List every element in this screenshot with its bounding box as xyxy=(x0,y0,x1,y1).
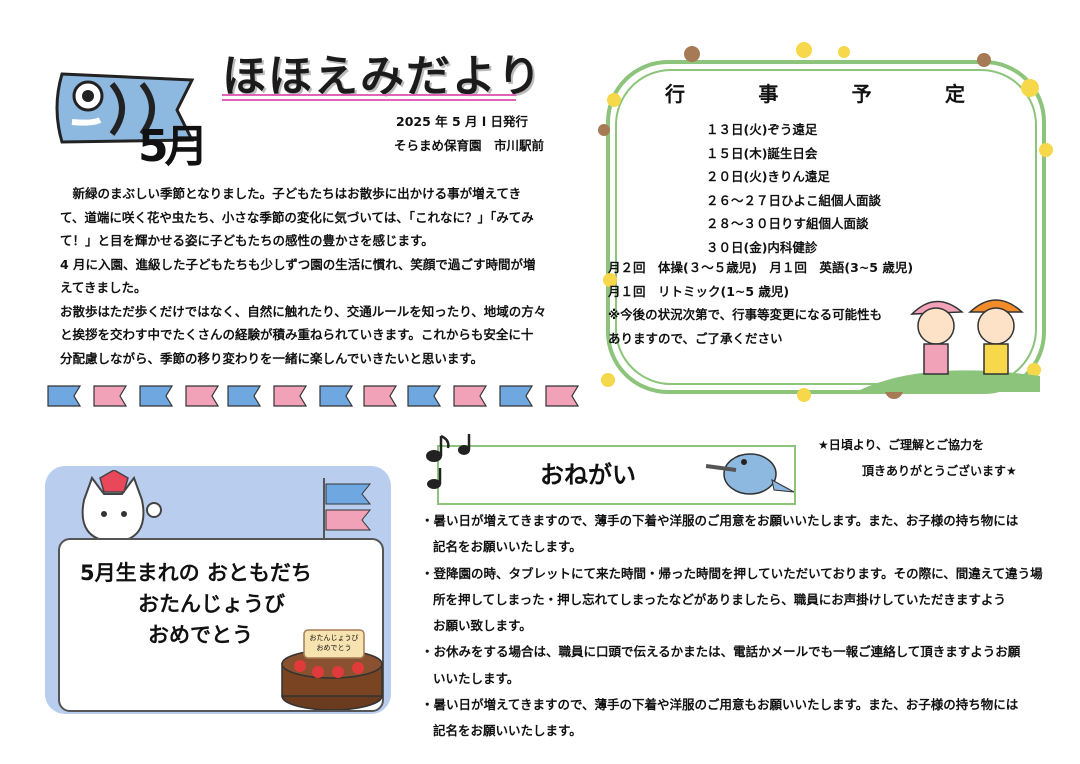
intro-line: お散歩はただ歩くだけではなく、自然に触れたり、交通ルールを知ったり、地域の方々 xyxy=(60,303,547,319)
thanks-line: ★日頃より、ご理解とご協力を xyxy=(818,438,985,452)
cat-illustration xyxy=(81,470,162,544)
birthday-message: 5月生まれの おともだち おたんじょうび おめでとう xyxy=(80,558,312,651)
request-line: 記名をお願いいたします。 xyxy=(433,723,582,739)
schedule-event: ２６～２７日ひよこ組個人面談 xyxy=(706,192,882,208)
schedule-extra-line: ありますので、ご了承ください xyxy=(608,330,783,346)
schedule-event: １５日(木)誕生日会 xyxy=(706,145,818,161)
koinobori-icon xyxy=(47,385,82,407)
issue-date: 2025 年 5 月 l 日発行 xyxy=(396,114,529,129)
koinobori-icon xyxy=(545,385,580,407)
children-illustration xyxy=(910,299,1024,375)
koinobori-icon xyxy=(453,385,488,407)
request-line: 記名をお願いいたします。 xyxy=(433,539,582,555)
koinobori-icon xyxy=(93,385,128,407)
intro-line: えてきました。 xyxy=(60,280,147,295)
koinobori-illustration xyxy=(55,72,195,144)
schedule-extra-line: 月１回 リトミック(1~5 歳児) xyxy=(608,283,790,299)
koinobori-icon xyxy=(319,385,354,407)
schedule-event: ２０日(火)きりん遠足 xyxy=(706,169,830,184)
schedule-event: ３０日(金)内科健診 xyxy=(706,239,818,255)
requests-list: ・暑い日が増えてきますので、薄手の下着や洋服のご用意をお願いいたします。また、お… xyxy=(421,508,1061,745)
schedule-extra-line: 月２回 体操(３～５歳児) 月１回 英語(3~5 歳児) xyxy=(608,260,914,275)
schedule-extra-line: ※今後の状況次第で、行事等変更になる可能性も xyxy=(608,307,883,322)
intro-line: 分配慮しながら、季節の移り変わりを一緒に楽しんでいきたいと思います。 xyxy=(60,350,484,366)
intro-text: 新緑のまぶしい季節となりました。子どもたちはお散歩に出かける事が増えてき て、道… xyxy=(60,182,580,370)
publisher: そらまめ保育園 市川駅前 xyxy=(394,138,545,153)
koinobori-flag-row xyxy=(47,385,580,407)
koinobori-icon xyxy=(363,385,398,407)
schedule-title: 行 事 予 定 xyxy=(665,78,965,107)
month-label: 5月 xyxy=(138,121,209,172)
thanks-line: 頂きありがとうございます★ xyxy=(862,464,1017,478)
schedule-extra: 月２回 体操(３～５歳児) 月１回 英語(3~5 歳児) 月１回 リトミック(1… xyxy=(608,256,913,350)
request-line: いいたします。 xyxy=(433,670,520,686)
birthday-line: おめでとう xyxy=(148,623,253,647)
intro-line: 4 月に入園、進級した子どもたちも少しずつ園の生活に慣れ、笑顔で過ごす時間が増 xyxy=(60,256,536,272)
requests-title: おねがい xyxy=(540,461,636,489)
page-title: ほほえみだより xyxy=(222,51,544,102)
request-line: 所を押してしまった・押し忘れてしまったなどがありましたら、職員にお声掛けしていた… xyxy=(433,591,1006,607)
music-notes-icon xyxy=(426,434,471,489)
schedule-event: ２８～３０日りす組個人面談 xyxy=(706,216,869,231)
schedule-title-char: 行 xyxy=(665,82,685,106)
request-line: ・登降園の時、タブレットにて来た時間・帰った時間を押していただいております。その… xyxy=(421,565,1043,581)
schedule-title-char: 予 xyxy=(851,82,872,106)
request-line: ・暑い日が増えてきますので、薄手の下着や洋服のご用意をお願いいたします。また、お… xyxy=(421,513,1019,528)
koinobori-icon xyxy=(139,385,174,407)
bird-illustration xyxy=(705,453,795,495)
schedule-title-char: 事 xyxy=(758,82,779,106)
schedule-title-char: 定 xyxy=(944,82,965,106)
request-line: お願い致します。 xyxy=(433,618,532,634)
schedule-frame xyxy=(598,42,1053,402)
koinobori-icon xyxy=(499,385,534,407)
title-underline xyxy=(222,99,516,101)
birthday-line: おたんじょうび xyxy=(138,592,285,616)
title-underline xyxy=(222,94,516,96)
request-line: ・お休みをする場合は、職員に口頭で伝えるかまたは、電話かメールでも一報ご連絡して… xyxy=(421,644,1021,660)
schedule-event: １３日(火)ぞう遠足 xyxy=(706,122,818,137)
birthday-line: 5月生まれの おともだち xyxy=(80,561,312,585)
koinobori-pole-illustration xyxy=(323,478,372,544)
cake-plate-text: おたんじょうび おめでとう xyxy=(306,633,362,653)
koinobori-icon xyxy=(185,385,220,407)
request-line: ・暑い日が増えてきますので、薄手の下着や洋服のご用意もお願いいたします。また、お… xyxy=(421,697,1019,713)
intro-line: と挨拶を交わす中でたくさんの経験が積み重ねられていきます。これからも安全に十 xyxy=(60,327,534,342)
cake-illustration xyxy=(281,629,383,710)
koinobori-icon xyxy=(273,385,308,407)
koinobori-icon xyxy=(407,385,442,407)
intro-line: て、道端に咲く花や虫たち、小さな季節の変化に気づいては、「これなに？」「みてみ xyxy=(60,209,534,225)
intro-line: て！」と目を輝かせる姿に子どもたちの感性の豊かさを感じます。 xyxy=(60,233,434,248)
intro-line: 新緑のまぶしい季節となりました。子どもたちはお散歩に出かける事が増えてき xyxy=(60,186,522,201)
schedule-events: １３日(火)ぞう遠足 １５日(木)誕生日会 ２０日(火)きりん遠足 ２６～２７日… xyxy=(706,118,881,259)
cake-plate-line: おたんじょうび xyxy=(309,634,359,642)
koinobori-icon xyxy=(227,385,262,407)
cake-plate-line: おめでとう xyxy=(316,644,352,652)
